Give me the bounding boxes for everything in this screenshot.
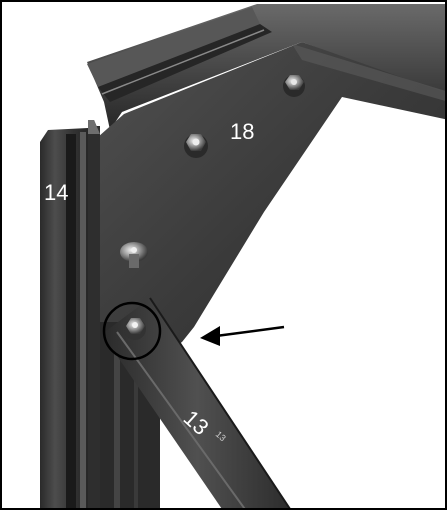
brace-label-small: 13 (214, 429, 228, 443)
gusset-plate (98, 42, 445, 382)
bolt-top-right (283, 75, 305, 97)
diagonal-brace (102, 297, 291, 508)
bolt-plate-upper (184, 134, 208, 158)
bolt-wingnut (120, 242, 148, 268)
bolt-brace (124, 318, 146, 340)
post-label: 14 (44, 180, 68, 205)
arrow-left-icon (200, 325, 285, 346)
top-rail (87, 4, 445, 130)
plate-label: 18 (230, 119, 254, 144)
circle-highlight-icon (102, 301, 162, 361)
